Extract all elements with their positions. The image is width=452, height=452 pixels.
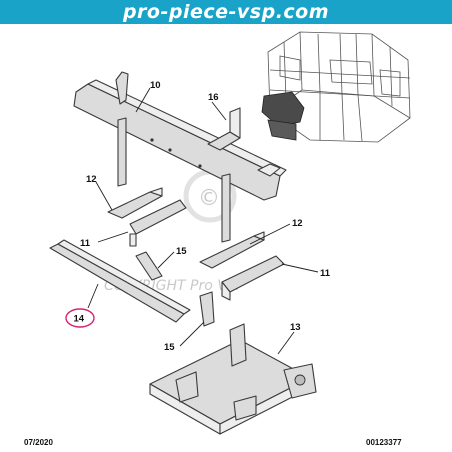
callout-14-ring bbox=[65, 308, 95, 328]
part-12-right-bracket bbox=[199, 231, 265, 269]
part-15-upper-strut bbox=[135, 251, 163, 281]
callout-12-left: 12 bbox=[86, 174, 97, 185]
leader-lines bbox=[87, 87, 319, 355]
part-11-left-rail bbox=[129, 199, 187, 247]
part-16-bracket bbox=[207, 107, 241, 151]
part-12-left-bracket bbox=[107, 187, 163, 219]
part-14-side-member bbox=[49, 239, 191, 323]
footer-reference: 00123377 bbox=[366, 438, 402, 447]
brand-title: pro-piece-vsp.com bbox=[122, 1, 330, 23]
callout-16: 16 bbox=[208, 92, 219, 103]
callout-15-upper: 15 bbox=[176, 246, 187, 257]
callout-10: 10 bbox=[150, 80, 161, 91]
callout-11-left: 11 bbox=[80, 238, 91, 249]
callout-14: 14 bbox=[74, 314, 85, 325]
part-13-subframe bbox=[149, 323, 317, 435]
callout-15-lower: 15 bbox=[164, 342, 175, 353]
footer-date: 07/2020 bbox=[24, 438, 53, 447]
brand-header bbox=[0, 0, 452, 24]
callout-14-highlight[interactable]: 14 bbox=[65, 308, 95, 328]
vehicle-body-thumbnail bbox=[261, 31, 411, 143]
part-10-crossmember bbox=[73, 71, 287, 243]
part-15-lower-strut bbox=[199, 291, 215, 327]
callout-12-right: 12 bbox=[292, 218, 303, 229]
callout-11-right: 11 bbox=[320, 268, 331, 279]
callout-13: 13 bbox=[290, 322, 301, 333]
watermark-symbol: © bbox=[198, 186, 220, 211]
